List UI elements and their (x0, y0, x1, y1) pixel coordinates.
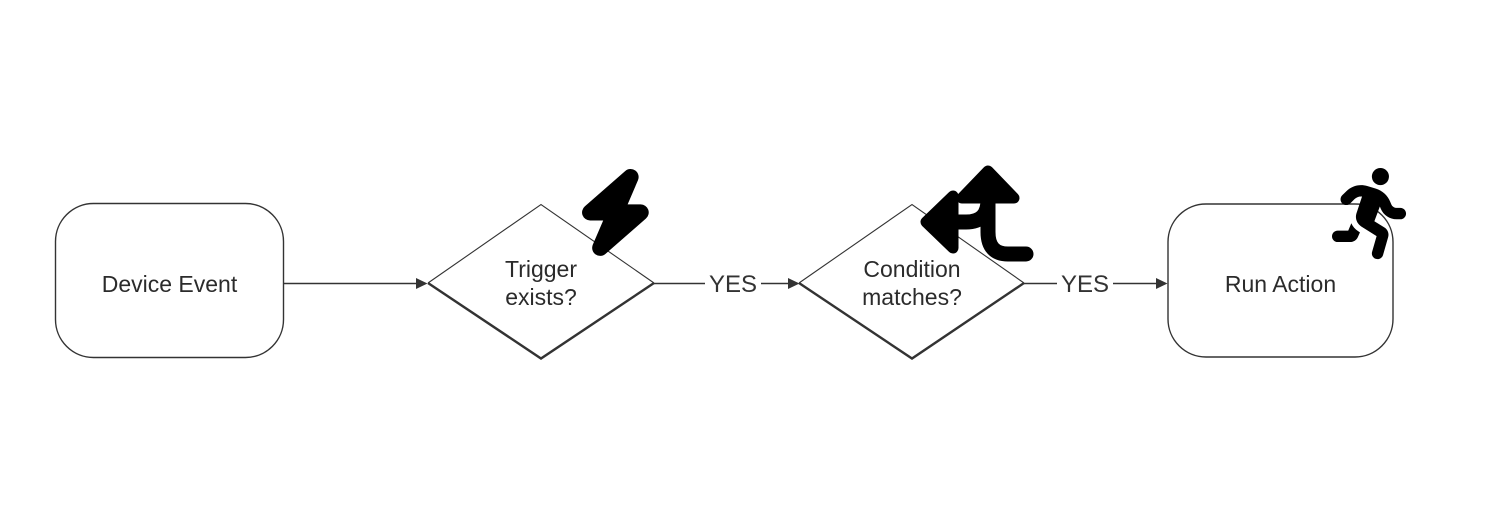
run-action-label: Run Action (1225, 271, 1336, 297)
condition-label-line2: matches? (862, 284, 962, 310)
node-trigger-exists: Trigger exists? (427, 169, 655, 360)
edge-label-yes: YES (1061, 271, 1109, 298)
trigger-label-line2: exists? (505, 284, 577, 310)
condition-diamond-border-bottom (798, 282, 1025, 360)
edge-label-background (705, 268, 761, 298)
node-device-event: Device Event (54, 202, 285, 359)
arrows-split-up-left-icon (920, 165, 1034, 262)
trigger-diamond-border-top (427, 203, 655, 284)
edge-label-background (1057, 268, 1113, 298)
run-action-box (1167, 203, 1394, 358)
condition-label-line1: Condition (863, 256, 960, 282)
edge-trigger-to-condition: YES (654, 268, 800, 298)
lightning-bolt-icon (582, 169, 649, 256)
node-condition-matches: Condition matches? (798, 165, 1034, 360)
edge-condition-to-action: YES (1024, 268, 1168, 298)
arrowhead-icon (1156, 278, 1168, 289)
edge-device-to-trigger (283, 278, 428, 289)
arrowhead-icon (416, 278, 428, 289)
condition-diamond-border-top (798, 203, 1025, 284)
trigger-diamond-border-bottom (427, 282, 655, 360)
edge-label-yes: YES (709, 271, 757, 298)
arrowhead-icon (788, 278, 800, 289)
person-running-icon (1332, 168, 1407, 260)
node-run-action: Run Action (1167, 168, 1407, 358)
device-event-box (54, 202, 285, 359)
device-event-label: Device Event (102, 271, 238, 297)
trigger-label-line1: Trigger (505, 256, 577, 282)
